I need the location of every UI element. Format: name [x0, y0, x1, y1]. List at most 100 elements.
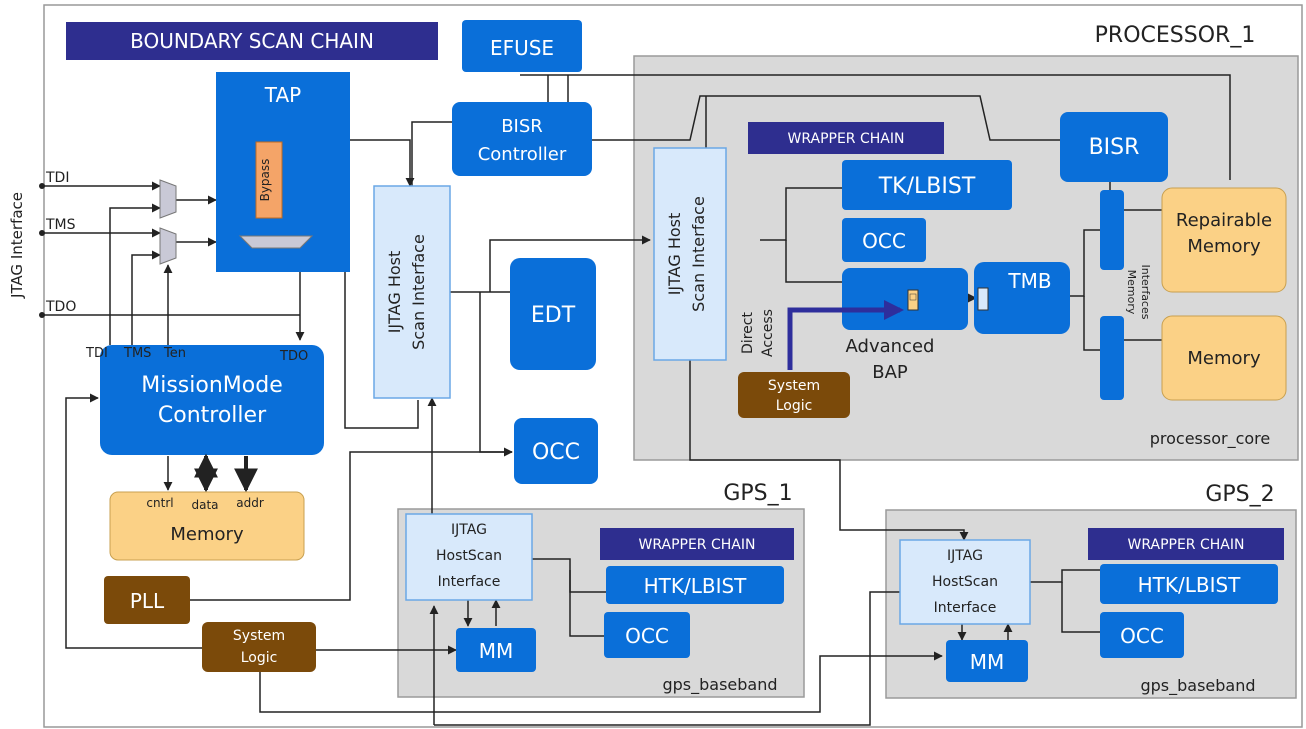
tdi-pin-label: TDI [45, 170, 69, 186]
data-label: data [191, 498, 218, 512]
boundary-scan-title: BOUNDARY SCAN CHAIN [130, 29, 374, 53]
gps1-occ [604, 612, 690, 658]
memory-interface-upper [1100, 190, 1124, 270]
memory-interfaces-1: Memory [1125, 270, 1138, 315]
gps1-ijtag-host [405, 513, 533, 601]
addr-label: addr [236, 496, 264, 510]
pll-label: PLL [130, 589, 165, 613]
gps1-ijtag-2: HostScan [436, 548, 502, 564]
efuse-block [462, 20, 582, 72]
mmc-tdi-label: TDI [85, 346, 108, 361]
gps2-occ [1100, 612, 1184, 658]
occ-processor-block [842, 218, 926, 262]
pll-block [104, 576, 190, 624]
bypass-label: Bypass [258, 159, 272, 202]
advanced-bap-2: BAP [872, 362, 908, 383]
tk-lbist-block [842, 160, 1012, 210]
gps1-wrapper-chain [600, 528, 794, 560]
processor-core-label: processor_core [1150, 429, 1271, 449]
processor-memory-label: Memory [1187, 348, 1261, 369]
tap-output-mux [238, 235, 314, 249]
gps2-ijtag-3: Interface [934, 600, 997, 616]
edt-label: EDT [531, 303, 576, 328]
processor-label: PROCESSOR_1 [1095, 23, 1256, 48]
boundary-scan-title-box [66, 22, 438, 60]
gps2-label: GPS_2 [1205, 482, 1274, 507]
bypass-block [255, 141, 283, 219]
repairable-memory-block [1161, 187, 1287, 293]
gps2-htk-lbist-label: HTK/LBIST [1138, 573, 1242, 597]
gps1-ijtag-3: Interface [438, 574, 501, 590]
mmc-tdo-label: TDO [279, 349, 308, 364]
repairable-memory-2: Memory [1187, 236, 1261, 257]
direct-access-arrow [787, 300, 904, 370]
edt-block [510, 258, 596, 370]
repairable-memory-1: Repairable [1176, 210, 1272, 231]
tmb-block [974, 262, 1070, 334]
gps2-mm [946, 640, 1028, 682]
bisr-block [1060, 112, 1168, 182]
advanced-bap-block [842, 268, 968, 330]
gps2-ijtag-2: HostScan [932, 574, 998, 590]
system-logic-processor-1: System [768, 378, 820, 394]
ijtag-host-main [373, 185, 451, 399]
gps1-occ-label: OCC [625, 624, 669, 648]
mmc-label-1: MissionMode [141, 373, 282, 398]
direct-access-1: Direct [740, 312, 756, 354]
mmc-memory-block [109, 491, 305, 561]
wrapper-chain-processor-label: WRAPPER CHAIN [788, 131, 905, 147]
gps1-label: GPS_1 [723, 481, 792, 506]
system-logic-main-2: Logic [241, 650, 278, 666]
gps1-mm [456, 628, 536, 672]
ijtag-host-main-1: IJTAG Host [385, 251, 404, 334]
efuse-label: EFUSE [490, 36, 554, 60]
system-logic-main-1: System [233, 628, 285, 644]
bisr-label: BISR [1089, 135, 1140, 160]
system-logic-processor [738, 372, 850, 418]
mmc-ten-label: Ten [163, 346, 186, 361]
gps2-mm-label: MM [970, 650, 1005, 674]
gps1-htk-lbist [606, 566, 784, 604]
gps2-ijtag-1: IJTAG [947, 548, 983, 564]
cntrl-label: cntrl [146, 496, 173, 510]
occ-processor-label: OCC [862, 229, 906, 253]
ijtag-host-processor-1: IJTAG Host [665, 213, 684, 296]
bap-port-left-inner [909, 293, 917, 301]
tap-label: TAP [264, 83, 301, 107]
processor-memory-block [1161, 315, 1287, 401]
bisr-controller-2: Controller [478, 144, 567, 165]
ijtag-host-main-2: Scan Interface [409, 234, 428, 350]
memory-interfaces-2: Interfaces [1139, 265, 1152, 320]
tms-pin-label: TMS [45, 217, 76, 233]
tmb-port [977, 287, 989, 311]
memory-interface-lower [1100, 316, 1124, 400]
gps1-wrapper-chain-label: WRAPPER CHAIN [639, 537, 756, 553]
gps1-baseband-label: gps_baseband [662, 675, 777, 695]
occ-main-label: OCC [532, 440, 580, 465]
system-logic-main [202, 622, 316, 672]
bisr-controller [452, 102, 592, 176]
wrapper-chain-processor [748, 122, 944, 154]
system-logic-processor-2: Logic [776, 398, 813, 414]
tms-mux [159, 227, 177, 265]
jtag-interface-label: JTAG Interface [8, 192, 26, 299]
mmc-tms-label: TMS [123, 346, 151, 361]
gps2-htk-lbist [1100, 564, 1278, 604]
gps2-baseband-label: gps_baseband [1140, 676, 1255, 696]
outer-boundary [43, 4, 1303, 728]
tk-lbist-label: TK/LBIST [878, 174, 976, 199]
occ-main-block [514, 418, 598, 484]
gps1-htk-lbist-label: HTK/LBIST [644, 574, 748, 598]
mmc-label-2: Controller [158, 403, 267, 428]
advanced-bap-1: Advanced [846, 336, 935, 357]
gps2-wrapper-chain [1088, 528, 1284, 560]
gps1-mm-label: MM [479, 639, 514, 663]
ijtag-host-processor [653, 147, 727, 361]
missionmode-controller [100, 345, 324, 455]
bisr-controller-1: BISR [501, 116, 543, 137]
gps2-occ-label: OCC [1120, 624, 1164, 648]
gps2-wrapper-chain-label: WRAPPER CHAIN [1128, 537, 1245, 553]
mmc-memory-label: Memory [170, 524, 244, 545]
tdi-mux [159, 179, 177, 219]
